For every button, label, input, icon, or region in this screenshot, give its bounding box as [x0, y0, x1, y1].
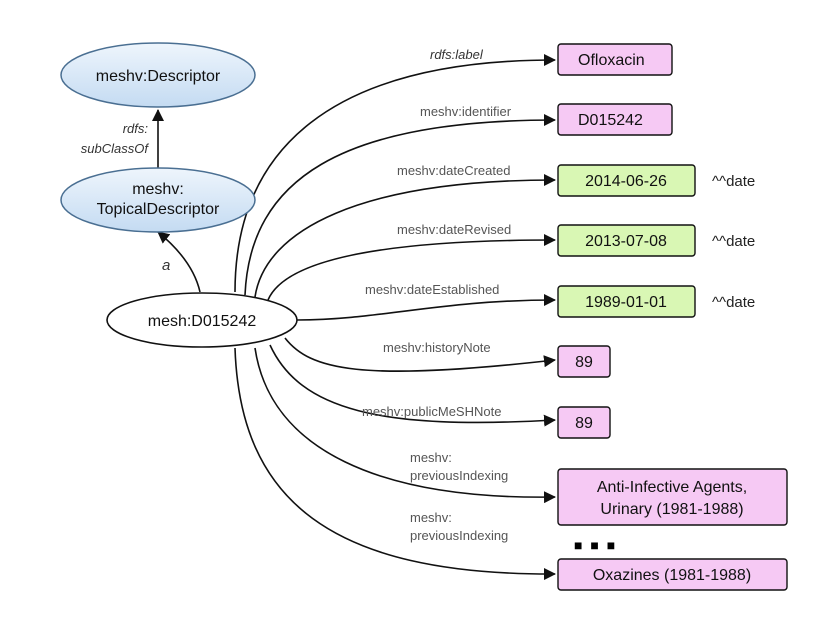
node-prev1-label-1: Anti-Infective Agents,: [597, 479, 747, 496]
node-date-revised-label: 2013-07-08: [585, 233, 667, 250]
edge-subclass-label-2: subClassOf: [81, 141, 150, 156]
node-date-revised: 2013-07-08: [557, 224, 696, 257]
edge-prev1-label-1: meshv:: [410, 450, 452, 465]
edge-history: [284, 337, 556, 373]
edge-prev2-label-2: previousIndexing: [410, 528, 508, 543]
ellipsis-more: ■ ■ ■: [574, 537, 617, 553]
edge-prev1: [254, 347, 556, 504]
date-created-datatype: ^^date: [712, 173, 755, 190]
node-previous-indexing-1: Anti-Infective Agents, Urinary (1981-198…: [557, 468, 788, 526]
edge-prev2-label-1: meshv:: [410, 510, 452, 525]
node-ofloxacin-label: Ofloxacin: [578, 52, 645, 69]
edge-identifier-label: meshv:identifier: [420, 104, 512, 119]
node-topical-label-2: TopicalDescriptor: [97, 201, 220, 218]
edge-identifier: [244, 114, 556, 296]
node-date-created-label: 2014-06-26: [585, 173, 667, 190]
node-date-established: 1989-01-01: [557, 285, 696, 318]
edge-created: [254, 174, 556, 298]
node-history-note: 89: [557, 345, 611, 378]
edge-created-label: meshv:dateCreated: [397, 163, 510, 178]
node-ofloxacin: Ofloxacin: [557, 43, 673, 76]
edge-public: [269, 344, 556, 427]
edge-revised-label: meshv:dateRevised: [397, 222, 511, 237]
node-date-created: 2014-06-26: [557, 164, 696, 197]
edge-type: [157, 231, 201, 293]
edge-label: [234, 54, 556, 293]
date-established-datatype: ^^date: [712, 294, 755, 311]
edge-public-label: meshv:publicMeSHNote: [362, 404, 501, 419]
edge-type-label: a: [162, 257, 170, 274]
edge-label-label: rdfs:label: [430, 47, 484, 62]
node-descriptor-label: meshv:Descriptor: [96, 68, 221, 85]
edge-revised: [267, 234, 556, 301]
node-descriptor: meshv:Descriptor: [60, 42, 256, 108]
edge-history-label: meshv:historyNote: [383, 340, 491, 355]
edge-established-label: meshv:dateEstablished: [365, 282, 499, 297]
node-history-label: 89: [575, 354, 593, 371]
node-prev2-label: Oxazines (1981-1988): [593, 567, 751, 584]
node-identifier: D015242: [557, 103, 673, 136]
node-public-label: 89: [575, 415, 593, 432]
edge-prev2: [234, 347, 556, 581]
edge-prev1-label-2: previousIndexing: [410, 468, 508, 483]
date-revised-datatype: ^^date: [712, 233, 755, 250]
node-date-established-label: 1989-01-01: [585, 294, 667, 311]
node-public-note: 89: [557, 406, 611, 439]
node-topical-descriptor: meshv: TopicalDescriptor: [60, 167, 256, 233]
node-prev1-label-2: Urinary (1981-1988): [600, 501, 743, 518]
node-subject-label: mesh:D015242: [148, 313, 257, 330]
node-identifier-label: D015242: [578, 112, 643, 129]
edge-established: [296, 294, 556, 321]
node-subject: mesh:D015242: [106, 292, 298, 348]
edge-subclass-label-1: rdfs:: [123, 121, 149, 136]
node-previous-indexing-2: Oxazines (1981-1988): [557, 558, 788, 591]
node-topical-label-1: meshv:: [132, 181, 184, 198]
